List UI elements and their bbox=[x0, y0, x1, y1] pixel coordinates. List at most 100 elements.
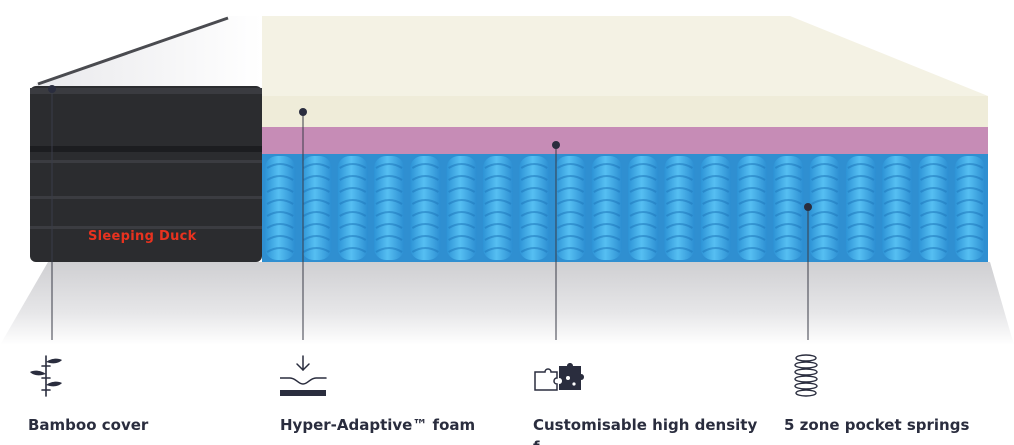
cover-band-3 bbox=[30, 196, 262, 199]
spring-coil-ring bbox=[738, 199, 766, 205]
spring-coil-ring bbox=[811, 235, 839, 241]
spring-coil-ring bbox=[557, 175, 585, 181]
feature-label: Customisable high density bbox=[533, 416, 758, 434]
callout-dot-foam bbox=[299, 108, 307, 116]
spring-coil-ring bbox=[484, 223, 512, 229]
spring-coil-ring bbox=[339, 175, 367, 181]
spring-coil-icon bbox=[794, 354, 818, 397]
spring-coil-ring bbox=[375, 211, 403, 217]
spring-coil-ring bbox=[956, 223, 984, 229]
spring-coil-ring bbox=[665, 163, 693, 169]
spring-coil-ring bbox=[302, 199, 330, 205]
cover-band-2 bbox=[30, 160, 262, 163]
spring-coil bbox=[519, 156, 550, 260]
spring-coil-ring bbox=[920, 211, 948, 217]
spring-coil-ring bbox=[593, 163, 621, 169]
spring-coil-ring bbox=[520, 175, 548, 181]
spring-coil-ring bbox=[520, 187, 548, 193]
spring-coil-ring bbox=[920, 247, 948, 253]
comfort-layer-top bbox=[262, 16, 988, 96]
spring-coil-ring bbox=[883, 223, 911, 229]
spring-coil-ring bbox=[629, 175, 657, 181]
spring-coil-ring bbox=[302, 175, 330, 181]
spring-coil-ring bbox=[702, 235, 730, 241]
spring-coil-ring bbox=[375, 163, 403, 169]
spring-coil-ring bbox=[883, 187, 911, 193]
spring-coil-ring bbox=[629, 211, 657, 217]
spring-coil-ring bbox=[665, 199, 693, 205]
spring-coil bbox=[446, 156, 477, 260]
spring-coil-ring bbox=[266, 235, 294, 241]
foam-press-icon bbox=[280, 355, 327, 396]
spring-coil bbox=[301, 156, 332, 260]
spring-coil-ring bbox=[339, 187, 367, 193]
spring-coil-ring bbox=[302, 247, 330, 253]
spring-coil-ring bbox=[774, 163, 802, 169]
brand-label: Sleeping Duck bbox=[88, 229, 197, 244]
spring-coil-ring bbox=[557, 163, 585, 169]
spring-coil-ring bbox=[847, 175, 875, 181]
spring-coil-ring bbox=[811, 211, 839, 217]
spring-coil-ring bbox=[448, 175, 476, 181]
pocket-springs bbox=[265, 156, 985, 260]
spring-coil-ring bbox=[774, 199, 802, 205]
spring-coil-ring bbox=[956, 235, 984, 241]
spring-coil-ring bbox=[956, 175, 984, 181]
spring-coil-ring bbox=[738, 223, 766, 229]
spring-coil-ring bbox=[520, 235, 548, 241]
spring-coil-ring bbox=[629, 247, 657, 253]
spring-coil-ring bbox=[956, 199, 984, 205]
cover-top bbox=[36, 16, 262, 96]
spring-coil-ring bbox=[702, 223, 730, 229]
spring-coil-ring bbox=[557, 211, 585, 217]
spring-coil-ring bbox=[811, 223, 839, 229]
spring-coil-ring bbox=[411, 247, 439, 253]
spring-coil-ring bbox=[448, 199, 476, 205]
spring-coil-ring bbox=[411, 187, 439, 193]
spring-coil-ring bbox=[811, 163, 839, 169]
spring-coil-ring bbox=[448, 235, 476, 241]
callout-dot-density bbox=[552, 141, 560, 149]
spring-coil bbox=[664, 156, 695, 260]
spring-coil-ring bbox=[520, 223, 548, 229]
spring-coil-ring bbox=[339, 223, 367, 229]
spring-coil-ring bbox=[557, 235, 585, 241]
spring-coil-ring bbox=[738, 211, 766, 217]
spring-coil-ring bbox=[302, 223, 330, 229]
spring-coil-ring bbox=[593, 211, 621, 217]
spring-coil-ring bbox=[956, 163, 984, 169]
spring-coil-ring bbox=[665, 223, 693, 229]
spring-coil-ring bbox=[484, 211, 512, 217]
spring-coil-ring bbox=[593, 199, 621, 205]
cover-band-1 bbox=[30, 146, 262, 152]
spring-coil bbox=[882, 156, 913, 260]
spring-coil-ring bbox=[484, 247, 512, 253]
spring-coil-ring bbox=[557, 223, 585, 229]
spring-coil-ring bbox=[411, 211, 439, 217]
spring-coil-ring bbox=[702, 211, 730, 217]
spring-coil-ring bbox=[448, 187, 476, 193]
spring-coil-ring bbox=[702, 247, 730, 253]
spring-coil-ring bbox=[593, 187, 621, 193]
spring-coil-ring bbox=[593, 175, 621, 181]
spring-coil-ring bbox=[411, 199, 439, 205]
spring-coil-ring bbox=[702, 199, 730, 205]
spring-coil-ring bbox=[847, 199, 875, 205]
spring-coil-ring bbox=[375, 199, 403, 205]
spring-coil-ring bbox=[557, 247, 585, 253]
floor-shadow bbox=[0, 262, 1014, 345]
spring-coil-ring bbox=[883, 247, 911, 253]
callout-lines bbox=[48, 85, 812, 340]
spring-coil bbox=[265, 156, 296, 260]
spring-coil-ring bbox=[956, 211, 984, 217]
spring-coil bbox=[337, 156, 368, 260]
spring-coil-ring bbox=[339, 163, 367, 169]
spring-coil-ring bbox=[847, 235, 875, 241]
spring-coil bbox=[737, 156, 768, 260]
spring-coil bbox=[591, 156, 622, 260]
spring-coil-ring bbox=[883, 163, 911, 169]
spring-coil-ring bbox=[520, 247, 548, 253]
spring-coil-ring bbox=[375, 247, 403, 253]
spring-coil-ring bbox=[448, 211, 476, 217]
